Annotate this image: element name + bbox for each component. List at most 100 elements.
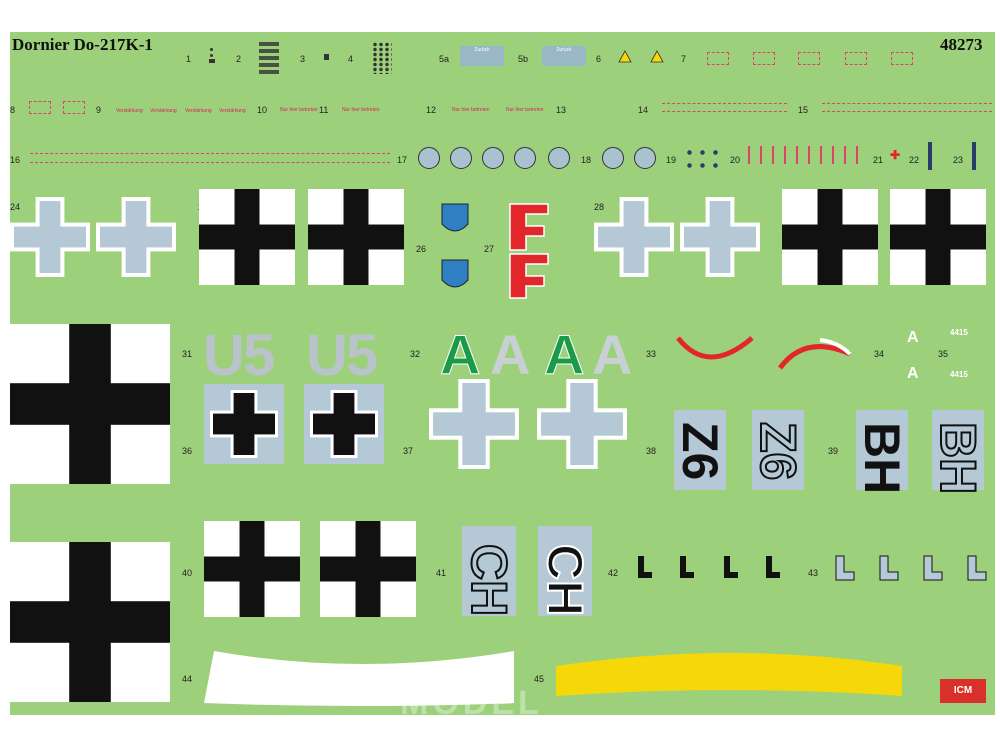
decal-number: 34 bbox=[874, 349, 885, 359]
stencil-box bbox=[798, 52, 820, 65]
balkenkreuz-decal bbox=[204, 521, 300, 617]
balkenkreuz-decal bbox=[308, 189, 404, 285]
code-u5: U5 bbox=[203, 323, 275, 388]
decal-number: 22 bbox=[909, 155, 920, 165]
code-panel bbox=[932, 410, 984, 490]
decal-number: 21 bbox=[873, 155, 884, 165]
decal-number: 23 bbox=[953, 155, 964, 165]
stencil-box bbox=[891, 52, 913, 65]
decal-number: 28 bbox=[594, 202, 605, 212]
decal-number: 8 bbox=[10, 105, 16, 115]
balkenkreuz-decal bbox=[429, 379, 519, 469]
code-panel bbox=[752, 410, 804, 490]
unit-emblem bbox=[441, 203, 469, 288]
small-code-marks bbox=[835, 555, 987, 581]
decal-number: 12 bbox=[426, 105, 437, 115]
code-a: A bbox=[490, 323, 531, 386]
decal-number: 17 bbox=[397, 155, 408, 165]
code-u5: U5 bbox=[306, 323, 378, 388]
sheet-title: Dornier Do-217K-1 bbox=[12, 35, 153, 54]
warning-triangles bbox=[618, 50, 664, 63]
stencil-verstarkung: Verstärkung bbox=[150, 108, 177, 114]
decal-number: 5b bbox=[518, 54, 529, 64]
stencil-nur-hier: Nur hier betreten bbox=[280, 107, 318, 113]
balkenkreuz-decal bbox=[96, 197, 176, 277]
brand-logo: ICM bbox=[940, 679, 986, 703]
balkenkreuz-layer bbox=[10, 189, 986, 702]
decal-number: 6 bbox=[596, 54, 602, 64]
stencil-verstarkung: Verstärkung bbox=[116, 108, 143, 114]
decal-number: 39 bbox=[828, 446, 839, 456]
code-small-number: 4415 bbox=[950, 370, 968, 379]
filler-circle bbox=[514, 147, 536, 169]
red-bands bbox=[676, 336, 852, 370]
code-a-small: A bbox=[907, 365, 919, 382]
white-band bbox=[204, 651, 514, 706]
balkenkreuz-decal bbox=[199, 189, 295, 285]
catalog-number: 48273 bbox=[940, 35, 983, 54]
code-a: A bbox=[439, 323, 481, 387]
stencil-marks bbox=[209, 48, 215, 64]
balkenkreuz-decal bbox=[320, 521, 416, 617]
stencil-line bbox=[822, 111, 992, 112]
decal-number: 14 bbox=[638, 105, 649, 115]
code-letter-f bbox=[509, 203, 549, 299]
stencil-nur-hier: Nur hier betreten bbox=[452, 107, 490, 113]
stencil-zuruck: Zurück bbox=[542, 46, 586, 66]
decal-number: 38 bbox=[646, 446, 657, 456]
decal-number: 42 bbox=[608, 568, 619, 578]
stencil-box bbox=[845, 52, 867, 65]
filler-circle bbox=[634, 147, 656, 169]
stencil-line bbox=[662, 103, 787, 104]
stencil-box bbox=[707, 52, 729, 65]
stencil-line bbox=[30, 153, 390, 154]
decal-number: 15 bbox=[798, 105, 809, 115]
decal-number: 40 bbox=[182, 568, 193, 578]
decal-number: 41 bbox=[436, 568, 447, 578]
decal-number: 44 bbox=[182, 674, 193, 684]
stencil-marks bbox=[683, 146, 723, 172]
balkenkreuz-decal bbox=[204, 384, 284, 464]
stencil-verstarkung: Verstärkung bbox=[219, 108, 246, 114]
decal-number: 1 bbox=[186, 54, 192, 64]
stencil-box bbox=[753, 52, 775, 65]
small-code-marks bbox=[638, 556, 780, 578]
balkenkreuz-decal bbox=[890, 189, 986, 285]
decal-number: 11 bbox=[319, 105, 329, 115]
filler-circle bbox=[482, 147, 504, 169]
balkenkreuz-decal bbox=[680, 197, 760, 277]
decal-number: 26 bbox=[416, 244, 427, 254]
balkenkreuz-decal bbox=[594, 197, 674, 277]
decal-number: 32 bbox=[410, 349, 421, 359]
decal-number: 20 bbox=[730, 155, 741, 165]
code-small-number: 4415 bbox=[950, 328, 968, 337]
stencil-line bbox=[662, 111, 787, 112]
stencil-strip bbox=[928, 142, 932, 170]
red-cross-icon: ✚ bbox=[890, 148, 901, 162]
decal-number: 9 bbox=[96, 105, 102, 115]
decal-number: 7 bbox=[681, 54, 687, 64]
decal-number: 5a bbox=[439, 54, 450, 64]
filler-circle bbox=[602, 147, 624, 169]
stencil-mark bbox=[324, 54, 329, 60]
decal-number: 43 bbox=[808, 568, 819, 578]
decal-number: 2 bbox=[236, 54, 242, 64]
balkenkreuz-decal bbox=[10, 197, 90, 277]
decal-number: 16 bbox=[10, 155, 21, 165]
decal-number: 36 bbox=[182, 446, 193, 456]
stencil-verstarkung: Verstärkung bbox=[185, 108, 212, 114]
watermark: MODEL bbox=[400, 684, 543, 722]
stencil-nur-hier: Nur hier betreten bbox=[342, 107, 380, 113]
decal-number: 19 bbox=[666, 155, 677, 165]
stencil-box bbox=[29, 101, 51, 114]
decal-sheet: Dornier Do-217K-1 48273 1 2 3 4 5a Zurüc… bbox=[10, 32, 995, 722]
code-panel bbox=[462, 526, 516, 616]
decal-number: 45 bbox=[534, 674, 545, 684]
code-a: A bbox=[592, 323, 633, 386]
code-a-small: A bbox=[907, 329, 919, 346]
stencil-strips bbox=[748, 146, 868, 164]
decal-number: 35 bbox=[938, 349, 949, 359]
stencil-zuruck: Zurück bbox=[460, 46, 504, 66]
decal-number: 18 bbox=[581, 155, 592, 165]
decal-number: 4 bbox=[348, 54, 354, 64]
